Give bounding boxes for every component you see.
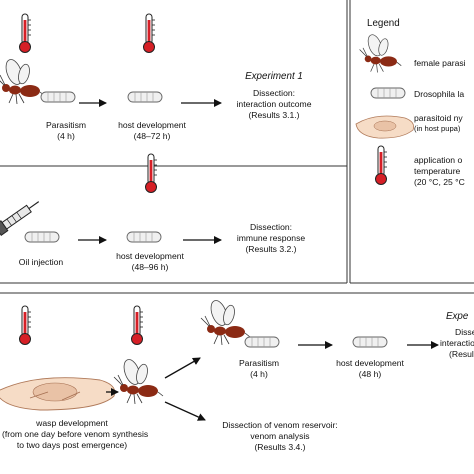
legend-item-temp-2: temperature — [414, 166, 461, 176]
exp2-step2-sub: (48–96 h) — [131, 262, 169, 272]
panel-frames — [0, 0, 474, 294]
exp3-title: Expe — [446, 311, 469, 322]
exp1-thermometer-2 — [143, 13, 156, 53]
legend-larva-icon — [370, 87, 406, 99]
legend-thermometer-icon — [375, 145, 388, 185]
exp1-step2-label: host development — [118, 120, 186, 130]
exp1-larva — [40, 91, 76, 103]
exp3-thermometer — [19, 305, 32, 345]
exp2-step1-label: Oil injection — [18, 257, 64, 267]
legend-item-temp-1: application o — [414, 155, 463, 165]
exp1-step1-label: Parasitism — [45, 120, 87, 130]
exp3-larva — [244, 336, 280, 348]
exp3-dev-1: wasp development — [36, 418, 108, 428]
exp2-larva-2 — [126, 231, 162, 243]
exp3-venom-3: (Results 3.4.) — [254, 442, 306, 452]
legend-title: Legend — [367, 18, 400, 29]
exp3-step2-sub: (48 h) — [358, 369, 382, 379]
legend-pupa-icon — [355, 115, 415, 139]
exp3-wasp — [113, 356, 164, 405]
legend-item-nymph-sub: (in host pupa) — [414, 124, 461, 133]
exp3-outcome-3: (Resul — [449, 349, 474, 359]
exp1-step2-sub: (48–72 h) — [133, 131, 171, 141]
exp3-step2-label: host development — [336, 358, 404, 368]
exp1-outcome-2: interaction outcome — [236, 99, 312, 109]
exp3-venom-2: venom analysis — [250, 431, 310, 441]
exp3-arrow-down — [164, 401, 206, 421]
legend-item-nymph: parasitoid ny — [414, 113, 463, 123]
legend-item-larva: Drosophila la — [414, 89, 464, 100]
legend-item-temp-3: (20 °C, 25 °C — [414, 177, 465, 187]
legend-wasp-icon — [359, 32, 402, 73]
exp2-syringe — [0, 196, 43, 236]
exp1-wasp — [0, 56, 46, 105]
exp1-outcome-1: Dissection: — [252, 88, 296, 98]
exp3-outcome-2: interactio — [440, 338, 474, 348]
exp1-thermometer — [19, 13, 32, 53]
exp3-dev-2: (from one day before venom synthesis — [2, 429, 149, 439]
exp3-venom-1: Dissection of venom reservoir: — [222, 420, 338, 430]
exp3-dev-3: to two days post emergence) — [16, 440, 128, 450]
exp3-larva-2 — [352, 336, 388, 348]
exp2-step2-label: host development — [116, 251, 184, 261]
exp1-larva-2 — [127, 91, 163, 103]
exp3-thermometer-2 — [131, 305, 144, 345]
exp3-pupa — [0, 377, 116, 411]
exp2-larva — [24, 231, 60, 243]
exp1-outcome-3: (Results 3.1.) — [248, 110, 300, 120]
exp1-title: Experiment 1 — [245, 71, 303, 82]
exp2-outcome-2: immune response — [236, 233, 306, 243]
exp3-step1-sub: (4 h) — [250, 369, 268, 379]
exp3-step1-label: Parasitism — [238, 358, 280, 368]
exp2-outcome-1: Dissection: — [249, 222, 293, 232]
exp3-wasp-2 — [200, 297, 251, 346]
exp2-outcome-3: (Results 3.2.) — [245, 244, 297, 254]
exp2-thermometer — [145, 153, 158, 193]
legend-item-larva-genus: Drosophila — [414, 89, 456, 99]
exp3-arrow-up — [164, 357, 201, 379]
legend-item-larva-rest: la — [455, 89, 465, 99]
exp1-step1-sub: (4 h) — [57, 131, 75, 141]
legend-item-wasp: female parasi — [414, 58, 466, 68]
exp3-outcome-1: Disse — [455, 327, 474, 337]
